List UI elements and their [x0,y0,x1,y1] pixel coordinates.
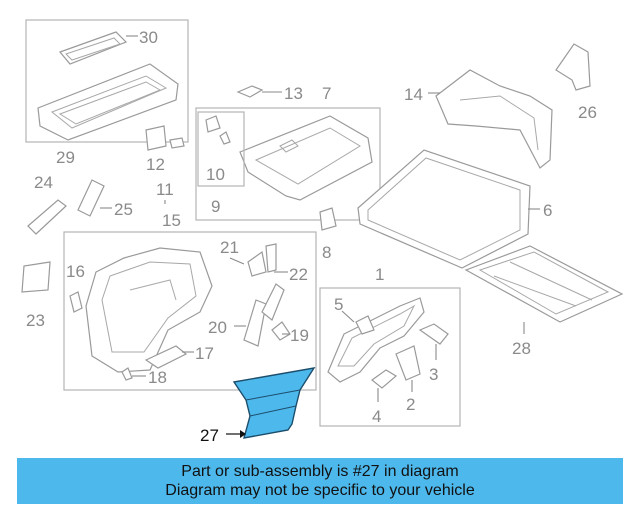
label-26: 26 [578,103,597,122]
label-30: 30 [139,28,158,47]
banner-line-2: Diagram may not be specific to your vehi… [165,482,475,499]
group-28-cargo-net: 28 [464,245,624,358]
label-7: 7 [322,84,331,103]
part-16 [69,291,83,313]
label-12: 12 [146,155,165,174]
label-19: 19 [290,326,309,345]
part-10 [205,115,221,133]
part-17 [144,345,188,369]
part-23 [21,261,51,293]
label-14: 14 [404,85,423,104]
part-26 [555,43,591,91]
label-17: 17 [195,344,214,363]
box-7 [195,107,381,221]
group-1-sill: 1 5 3 2 4 [319,265,461,427]
part-20 [243,299,267,347]
label-4: 4 [372,407,381,426]
part-6 [357,149,531,269]
label-18: 18 [148,368,167,387]
group-27-highlighted: 27 [200,367,316,445]
group-15-quarter-trim: 15 16 21 22 20 19 17 18 [63,211,317,391]
part-8 [319,207,337,231]
part-21 [247,250,267,277]
label-2: 2 [406,395,415,414]
part-24 [27,199,67,235]
part-2 [395,345,421,381]
part-27-highlighted [232,367,316,439]
box-29 [25,19,189,143]
group-29-parcel-shelf: 30 29 [25,19,189,167]
label-13: 13 [284,84,303,103]
part-1-sill [327,297,425,383]
label-5: 5 [334,295,343,314]
part-3 [418,323,449,345]
part-18 [121,367,133,381]
label-9: 9 [211,197,220,216]
part-14 [435,69,553,169]
group-7-trunk-trim: 13 7 10 9 12 11 [145,84,381,221]
label-22: 22 [289,265,308,284]
label-6: 6 [543,201,552,220]
box-15 [63,231,317,391]
label-27: 27 [200,426,219,445]
info-banner: Part or sub-assembly is #27 in diagram D… [17,458,623,504]
label-24: 24 [34,173,53,192]
banner-line-1: Part or sub-assembly is #27 in diagram [181,463,459,480]
part-5 [355,315,375,335]
part-25 [77,179,105,217]
group-8: 8 [319,207,337,262]
label-15: 15 [162,211,181,230]
label-25: 25 [114,200,133,219]
group-24-25: 24 25 23 [21,173,133,330]
label-1: 1 [375,265,384,284]
part-4 [371,369,398,389]
label-11: 11 [156,180,174,199]
label-10: 10 [206,165,225,184]
box-1 [319,287,461,427]
parts-diagram: 30 29 13 7 10 9 12 11 14 26 6 [21,19,624,445]
label-28: 28 [512,339,531,358]
group-14-side-panel: 14 26 [404,43,597,169]
label-21: 21 [220,238,239,257]
part-7-trim [239,115,373,201]
label-20: 20 [208,318,227,337]
part-30-cover [58,31,128,65]
label-3: 3 [429,365,438,384]
part-15-trim [85,247,213,373]
part-12 [145,125,167,151]
arrow-27-icon [240,430,246,438]
label-23: 23 [26,311,45,330]
label-29: 29 [56,148,75,167]
label-8: 8 [322,243,331,262]
group-6-cargo-mat: 6 [357,149,552,269]
box-9 [197,111,245,187]
part-19 [271,321,291,341]
label-16: 16 [66,262,85,281]
part-13 [236,85,264,98]
